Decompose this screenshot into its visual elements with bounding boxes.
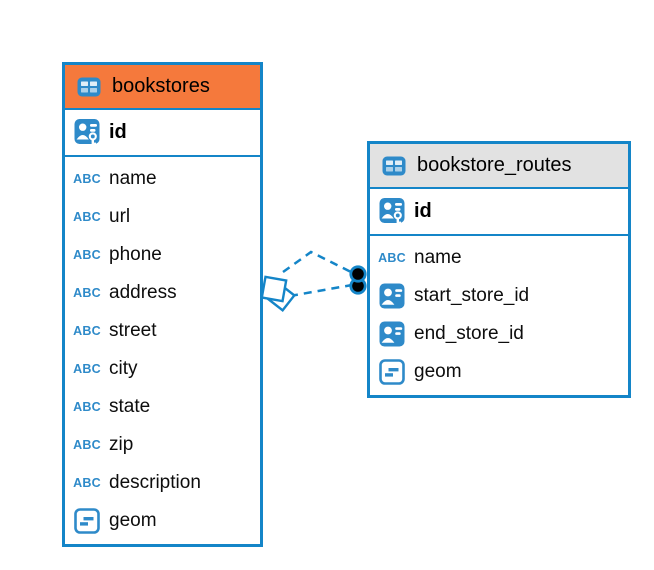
column-row-id[interactable]: id bbox=[65, 110, 260, 157]
text-type-icon: ABC bbox=[73, 477, 101, 490]
text-type-icon: ABC bbox=[73, 287, 101, 300]
text-type-glyph: ABC bbox=[73, 285, 101, 300]
text-type-glyph: ABC bbox=[378, 250, 406, 265]
text-type-icon: ABC bbox=[73, 363, 101, 376]
column-row-start_store_id[interactable]: start_store_id bbox=[370, 277, 628, 315]
column-name: city bbox=[109, 358, 138, 379]
text-type-glyph: ABC bbox=[73, 361, 101, 376]
column-row-name[interactable]: ABC name bbox=[370, 239, 628, 277]
column-row-state[interactable]: ABC state bbox=[65, 388, 260, 426]
primary-key-icon bbox=[73, 118, 101, 148]
geometry-type-icon bbox=[378, 359, 406, 385]
text-type-glyph: ABC bbox=[73, 475, 101, 490]
text-type-glyph: ABC bbox=[73, 323, 101, 338]
column-name: name bbox=[414, 247, 462, 268]
column-row-end_store_id[interactable]: end_store_id bbox=[370, 315, 628, 353]
column-name: state bbox=[109, 396, 151, 417]
table-icon bbox=[75, 77, 103, 97]
text-type-glyph: ABC bbox=[73, 209, 101, 224]
primary-key-icon bbox=[378, 197, 406, 227]
column-row-city[interactable]: ABC city bbox=[65, 350, 260, 388]
text-type-glyph: ABC bbox=[73, 437, 101, 452]
relationship-target-dot[interactable] bbox=[349, 277, 367, 295]
text-type-icon: ABC bbox=[73, 211, 101, 224]
column-name: id bbox=[414, 200, 432, 222]
foreign-key-icon bbox=[378, 321, 406, 347]
column-name: street bbox=[109, 320, 157, 341]
column-name: description bbox=[109, 472, 201, 493]
text-type-icon: ABC bbox=[73, 173, 101, 186]
column-name: url bbox=[109, 206, 131, 227]
column-name: start_store_id bbox=[414, 285, 530, 306]
text-type-icon: ABC bbox=[73, 439, 101, 452]
column-name: id bbox=[109, 121, 127, 143]
column-name: zip bbox=[109, 434, 134, 455]
column-row-address[interactable]: ABC address bbox=[65, 274, 260, 312]
table-header[interactable]: bookstore_routes bbox=[370, 144, 628, 189]
text-type-glyph: ABC bbox=[73, 171, 101, 186]
table-title: bookstores bbox=[112, 75, 210, 97]
column-row-description[interactable]: ABC description bbox=[65, 464, 260, 502]
table-title: bookstore_routes bbox=[417, 154, 572, 176]
column-name: name bbox=[109, 168, 157, 189]
column-row-street[interactable]: ABC street bbox=[65, 312, 260, 350]
column-row-id[interactable]: id bbox=[370, 189, 628, 236]
table-header[interactable]: bookstores bbox=[65, 65, 260, 110]
text-type-icon: ABC bbox=[378, 252, 406, 265]
foreign-key-icon bbox=[378, 283, 406, 309]
relationship-line-start-store-to-bookstores[interactable] bbox=[282, 250, 354, 275]
column-name: geom bbox=[414, 361, 462, 382]
relationship-line-end-store-to-bookstores[interactable] bbox=[289, 283, 353, 298]
text-type-glyph: ABC bbox=[73, 247, 101, 262]
column-row-geom[interactable]: geom bbox=[370, 353, 628, 391]
text-type-icon: ABC bbox=[73, 401, 101, 414]
text-type-glyph: ABC bbox=[73, 399, 101, 414]
column-name: end_store_id bbox=[414, 323, 524, 344]
table-icon bbox=[380, 156, 408, 176]
relationship-source-marker[interactable] bbox=[265, 281, 297, 313]
relationship-source-marker[interactable] bbox=[260, 275, 288, 303]
column-row-name[interactable]: ABC name bbox=[65, 160, 260, 198]
columns-list: ABC name start_store_id end_store_id geom bbox=[370, 236, 628, 395]
column-name: phone bbox=[109, 244, 162, 265]
column-row-zip[interactable]: ABC zip bbox=[65, 426, 260, 464]
column-row-url[interactable]: ABC url bbox=[65, 198, 260, 236]
column-name: address bbox=[109, 282, 177, 303]
text-type-icon: ABC bbox=[73, 249, 101, 262]
geometry-type-icon bbox=[73, 508, 101, 534]
text-type-icon: ABC bbox=[73, 325, 101, 338]
column-row-phone[interactable]: ABC phone bbox=[65, 236, 260, 274]
relationship-target-dot[interactable] bbox=[349, 265, 367, 283]
column-row-geom[interactable]: geom bbox=[65, 502, 260, 540]
column-name: geom bbox=[109, 510, 157, 531]
